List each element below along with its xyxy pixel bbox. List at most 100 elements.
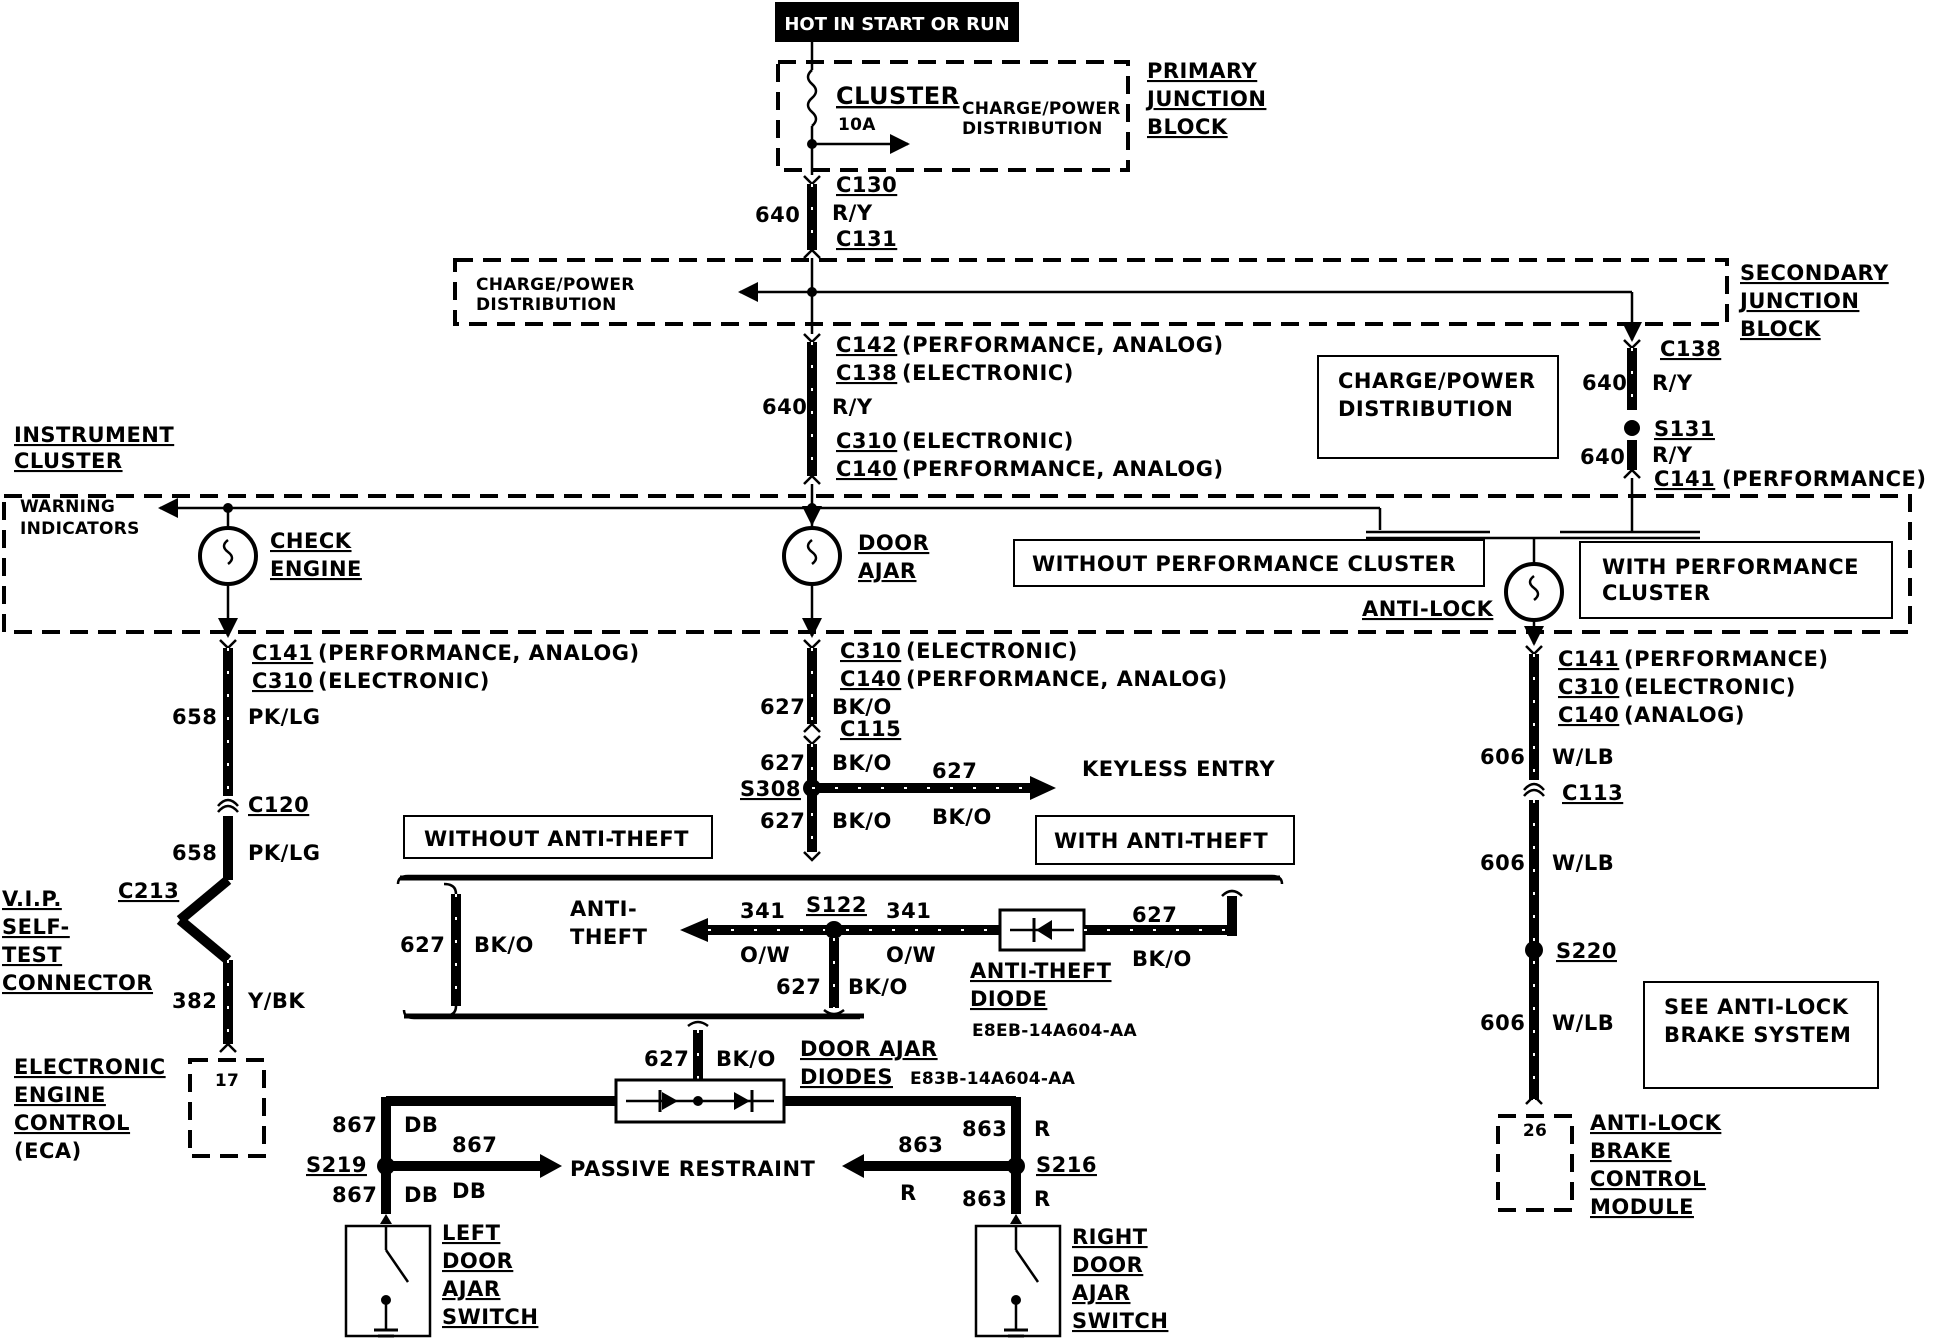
s219-label: S219	[306, 1153, 367, 1177]
c138-note: (ELECTRONIC)	[902, 361, 1074, 385]
abs-4: MODULE	[1590, 1195, 1694, 1219]
color-bko-1: BK/O	[832, 695, 892, 719]
da-diodes-part: E83B-14A604-AA	[910, 1069, 1076, 1089]
left-mid-circuit: 867	[452, 1133, 497, 1157]
color-pklg-1: PK/LG	[248, 705, 320, 729]
left-door-switch-icon	[344, 1214, 432, 1338]
right-feed-wire: C138 640 R/Y S131 640 R/Y C141 (PERFORMA…	[1580, 337, 1926, 520]
c310-rb: C310	[1558, 675, 1619, 699]
color-ybk: Y/BK	[247, 989, 305, 1013]
circuit-382: 382	[172, 989, 217, 1013]
bottom-switches: PASSIVE RESTRAINT 867 DB S219 867 DB 867…	[306, 1096, 1168, 1338]
secondary-label-2: JUNCTION	[1738, 289, 1859, 313]
hot-in-start-banner: HOT IN START OR RUN	[775, 2, 1019, 42]
passive-restraint: PASSIVE RESTRAINT	[570, 1157, 816, 1181]
warning-2: INDICATORS	[20, 519, 140, 539]
c310-left-note: (ELECTRONIC)	[318, 669, 490, 693]
wire-640-top: C130 640 R/Y C131	[755, 173, 897, 259]
circuit-606-2: 606	[1480, 851, 1525, 875]
primary-label-2: JUNCTION	[1145, 87, 1266, 111]
c310-left: C310	[252, 669, 313, 693]
c310-rb-note: (ELECTRONIC)	[1624, 675, 1796, 699]
keyless-color: BK/O	[932, 805, 992, 829]
left-circuit-1: 867	[332, 1113, 377, 1137]
secondary-label-3: BLOCK	[1740, 317, 1821, 341]
right-mid-color: R	[900, 1181, 917, 1205]
fuse-rating: 10A	[838, 115, 876, 135]
color-wlb-1: W/LB	[1552, 745, 1614, 769]
left-switch-4: SWITCH	[442, 1305, 538, 1329]
charge-power-box: CHARGE/POWER DISTRIBUTION	[1317, 355, 1559, 459]
cp-box-1: CHARGE/POWER	[1338, 369, 1536, 393]
without-perf: WITHOUT PERFORMANCE CLUSTER	[1032, 552, 1456, 576]
door-ajar-2: AJAR	[858, 559, 917, 583]
right-switch-2: DOOR	[1072, 1253, 1143, 1277]
c141-left: C141	[252, 641, 313, 665]
secondary-label-1: SECONDARY	[1740, 261, 1889, 285]
color-wlb-2: W/LB	[1552, 851, 1614, 875]
right-switch-1: RIGHT	[1072, 1225, 1148, 1249]
ecm-pin: 17	[215, 1071, 239, 1091]
circuit-627-1: 627	[760, 695, 805, 719]
c140-center: C140	[840, 667, 901, 691]
c310-label-top: C310	[836, 429, 897, 453]
c140-note-top: (PERFORMANCE, ANALOG)	[902, 457, 1224, 481]
at-circuit-1: 341	[740, 899, 785, 923]
anti-theft-2: THEFT	[570, 925, 648, 949]
c310-center: C310	[840, 639, 901, 663]
abs-pin: 26	[1523, 1121, 1547, 1141]
color-ry-center: R/Y	[832, 395, 873, 419]
anti-lock-lamp-icon	[1504, 562, 1564, 622]
da-color: BK/O	[716, 1047, 776, 1071]
color-ry-r1: R/Y	[1652, 371, 1693, 395]
right-mid-circuit: 863	[898, 1133, 943, 1157]
banner-text: HOT IN START OR RUN	[784, 14, 1009, 35]
at-circuit-3: 627	[1132, 903, 1177, 927]
left-color-1: DB	[404, 1113, 438, 1137]
circuit-640-r2: 640	[1580, 445, 1625, 469]
check-engine-1: CHECK	[270, 529, 352, 553]
ecm-1: ELECTRONIC	[14, 1055, 166, 1079]
c141-right-note: (PERFORMANCE)	[1722, 467, 1926, 491]
keyless-entry: KEYLESS ENTRY	[1082, 757, 1275, 781]
fuse-name: CLUSTER	[836, 82, 960, 110]
primary-dist-2: DISTRIBUTION	[962, 119, 1103, 139]
c140-label-top: C140	[836, 457, 897, 481]
left-mid-color: DB	[452, 1179, 486, 1203]
ecm-3: CONTROL	[14, 1111, 130, 1135]
primary-label-1: PRIMARY	[1147, 59, 1258, 83]
left-circuit-2: 867	[332, 1183, 377, 1207]
s131-label: S131	[1654, 417, 1715, 441]
circuit-627-3: 627	[760, 809, 805, 833]
check-engine-2: ENGINE	[270, 557, 362, 581]
primary-dist-1: CHARGE/POWER	[962, 99, 1121, 119]
c140-center-note: (PERFORMANCE, ANALOG)	[906, 667, 1228, 691]
at-drop-color: BK/O	[848, 975, 908, 999]
without-anti-theft: WITHOUT ANTI-THEFT	[424, 827, 689, 851]
door-ajar-1: DOOR	[858, 531, 929, 555]
center-branch: C310 (ELECTRONIC) C140 (PERFORMANCE, ANA…	[396, 639, 1295, 1124]
s122-label: S122	[806, 893, 867, 917]
c131-label: C131	[836, 227, 897, 251]
secondary-dist-2: DISTRIBUTION	[476, 295, 617, 315]
color-pklg-2: PK/LG	[248, 841, 320, 865]
primary-label-3: BLOCK	[1147, 115, 1228, 139]
left-color-2: DB	[404, 1183, 438, 1207]
anti-theft-1: ANTI-	[570, 897, 637, 921]
secondary-dist-1: CHARGE/POWER	[476, 275, 635, 295]
at-diode-1: ANTI-THEFT	[970, 959, 1112, 983]
right-switch-4: SWITCH	[1072, 1309, 1168, 1333]
vip-3: TEST	[2, 943, 62, 967]
right-door-switch-icon	[974, 1214, 1062, 1338]
c310-note-top: (ELECTRONIC)	[902, 429, 1074, 453]
bypass-circuit: 627	[400, 933, 445, 957]
right-branch: C141 (PERFORMANCE) C310 (ELECTRONIC) C14…	[1480, 645, 1879, 1219]
c142-label: C142	[836, 333, 897, 357]
instrument-cluster: INSTRUMENT CLUSTER WARNING INDICATORS CH…	[2, 423, 1912, 646]
c310-center-note: (ELECTRONIC)	[906, 639, 1078, 663]
right-color-1: R	[1034, 1117, 1051, 1141]
keyless-circuit: 627	[932, 759, 977, 783]
abs-2: BRAKE	[1590, 1139, 1672, 1163]
circuit-606-1: 606	[1480, 745, 1525, 769]
